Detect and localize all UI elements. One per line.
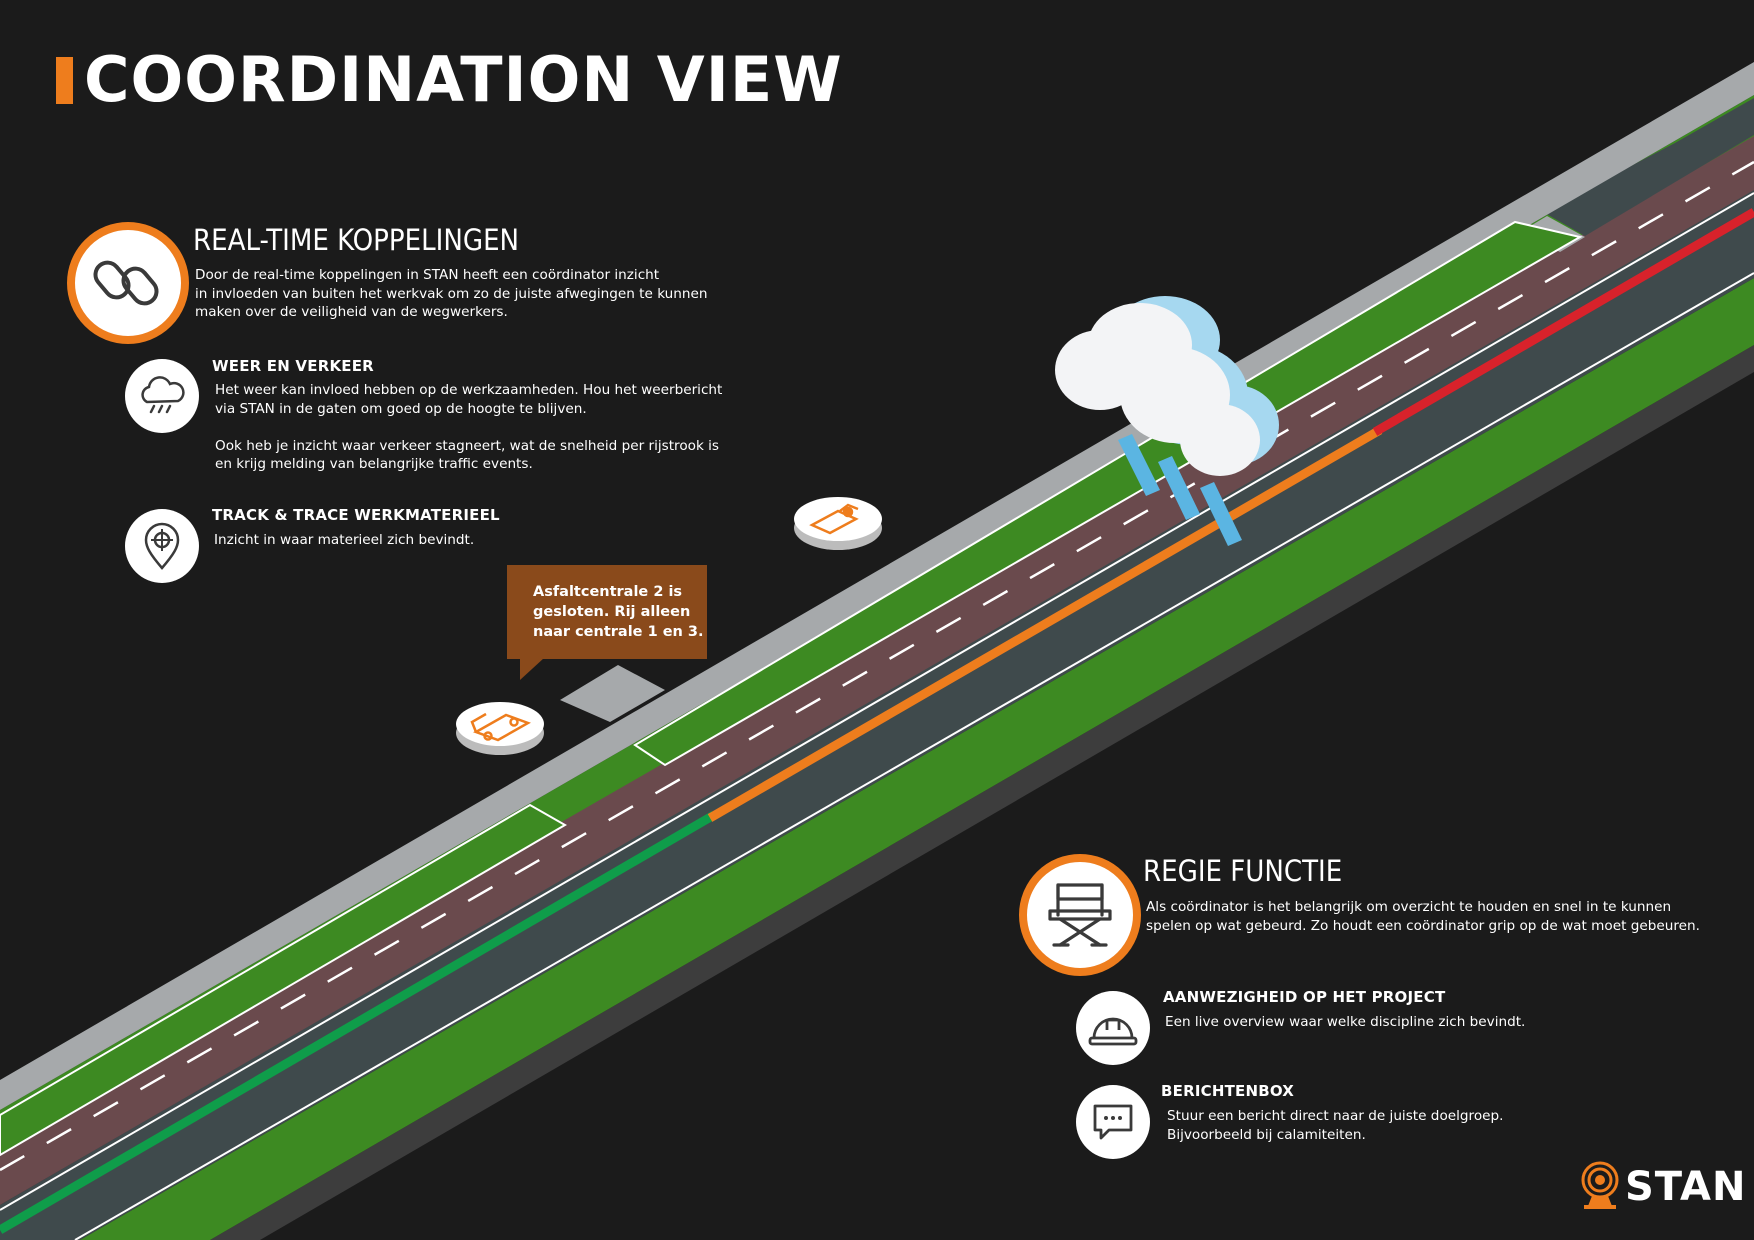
- regie-body-line: spelen op wat gebeurd. Zo houdt een coör…: [1146, 917, 1700, 934]
- hard-hat-icon: [1088, 1017, 1138, 1046]
- message-bubble: [507, 565, 707, 659]
- messages-heading: BERICHTENBOX: [1161, 1082, 1295, 1100]
- messages-body-line: Stuur een bericht direct naar de juiste …: [1167, 1108, 1504, 1124]
- tracktrace-icon-circle: [125, 509, 199, 583]
- truck-marker[interactable]: [456, 702, 544, 755]
- road-paver-icon: [809, 503, 859, 535]
- sidewalk: [0, 62, 1754, 1110]
- regie-icon-circle: [1019, 854, 1141, 976]
- messages-body-line: Bijvoorbeeld bij calamiteiten.: [1167, 1126, 1366, 1143]
- rain-cloud-3d: [1055, 296, 1279, 546]
- realtime-heading: REAL-TIME KOPPELINGEN: [193, 223, 520, 257]
- parking-strip: [1543, 98, 1754, 236]
- regie-heading: REGIE FUNCTIE: [1143, 854, 1343, 888]
- weather-body-spacer: [215, 418, 722, 437]
- realtime-body-line: in invloeden van buiten het werkvak om z…: [195, 285, 708, 302]
- traffic-orange: [707, 426, 1383, 822]
- presence-body: Een live overview waar welke discipline …: [1165, 1014, 1526, 1030]
- edge-line-2: [74, 272, 1754, 1240]
- weather-icon-circle: [125, 359, 199, 433]
- weather-body-line: via STAN in de gaten om goed op de hoogt…: [215, 400, 587, 417]
- rain-cloud-icon: [141, 376, 185, 414]
- stan-beacon-icon: [1581, 1161, 1619, 1209]
- chat-bubble-icon: [1093, 1104, 1133, 1140]
- stan-logo-text: STAN: [1625, 1164, 1747, 1210]
- page-title: COORDINATION VIEW: [84, 43, 843, 116]
- message-bubble-text: Asfaltcentrale 2 is gesloten. Rij alleen…: [533, 582, 704, 642]
- messages-icon-circle: [1076, 1085, 1150, 1159]
- traffic-green: [0, 811, 717, 1234]
- bubble-line: naar centrale 1 en 3.: [533, 624, 704, 640]
- weather-heading: WEER EN VERKEER: [212, 357, 374, 375]
- weather-body-line: Ook heb je inzicht waar verkeer stagneer…: [215, 437, 720, 454]
- realtime-body-line: Door de real-time koppelingen in STAN he…: [195, 267, 660, 283]
- messages-body: Stuur een bericht direct naar de juiste …: [1167, 1107, 1503, 1144]
- bubble-line: gesloten. Rij alleen: [533, 604, 691, 620]
- green-island-1: [0, 803, 567, 1157]
- title-accent-bar: [56, 57, 73, 104]
- bubble-line: Asfaltcentrale 2 is: [533, 584, 683, 600]
- sidewalk-crossing: [560, 665, 665, 722]
- location-pin-icon: [144, 522, 180, 570]
- director-chair-icon: [1048, 883, 1112, 947]
- weather-body-line: Het weer kan invloed hebben op de werkza…: [215, 382, 723, 398]
- realtime-body: Door de real-time koppelingen in STAN he…: [195, 266, 707, 322]
- regie-body: Als coördinator is het belangrijk om ove…: [1146, 898, 1700, 935]
- realtime-body-line: maken over de veiligheid van de wegwerke…: [195, 304, 508, 320]
- presence-heading: AANWEZIGHEID OP HET PROJECT: [1163, 988, 1446, 1006]
- presence-icon-circle: [1076, 991, 1150, 1065]
- weather-body-line: en krijg melding van belangrijke traffic…: [215, 456, 533, 472]
- tracktrace-heading: TRACK & TRACE WERKMATERIEEL: [212, 506, 500, 524]
- link-icon: [93, 260, 159, 306]
- dump-truck-icon: [470, 712, 531, 742]
- paver-marker[interactable]: [794, 497, 882, 550]
- tracktrace-body: Inzicht in waar materieel zich bevindt.: [214, 532, 475, 548]
- lane-dash-line: [0, 160, 1754, 1172]
- message-bubble-tail: [520, 658, 544, 680]
- regie-body-line: Als coördinator is het belangrijk om ove…: [1146, 899, 1672, 915]
- edge-line-1: [0, 192, 1754, 1211]
- weather-body: Het weer kan invloed hebben op de werkza…: [215, 381, 722, 474]
- realtime-icon-circle: [67, 222, 189, 344]
- traffic-red: [1372, 208, 1754, 436]
- bike-lane: [0, 134, 1754, 1205]
